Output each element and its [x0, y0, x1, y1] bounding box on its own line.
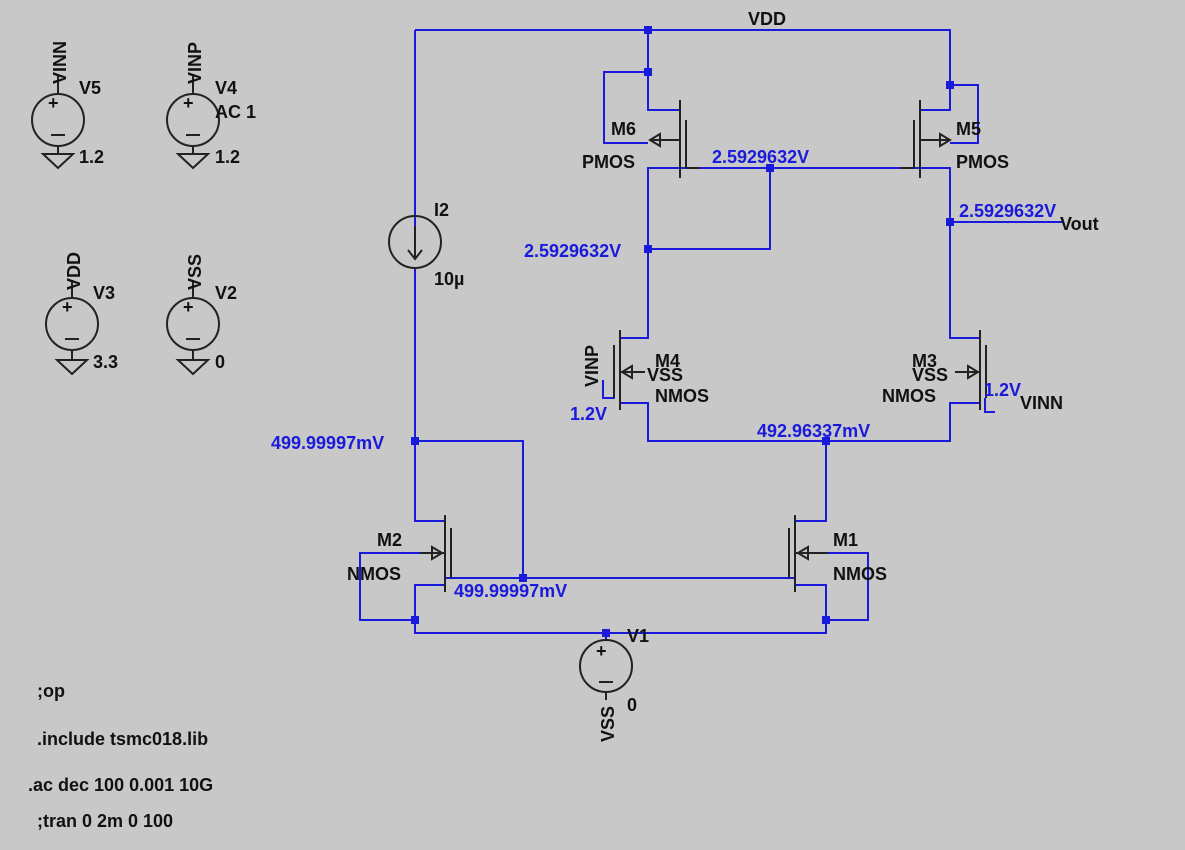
svg-text:+: +: [596, 641, 607, 661]
directive-ac[interactable]: .ac dec 100 0.001 10G: [28, 775, 213, 795]
current-source-value: 10µ: [434, 269, 464, 289]
source-v3[interactable]: +: [45, 280, 99, 376]
junctions: [411, 26, 954, 637]
net-label-vss-m4: VSS: [647, 365, 683, 385]
ground-icon: [54, 359, 90, 376]
ground-icon: [175, 359, 211, 376]
source-v1[interactable]: +: [579, 639, 633, 700]
source-value-v1: 0: [627, 695, 637, 715]
current-source-icon: [388, 215, 442, 269]
net-label-vout: Vout: [1060, 214, 1099, 234]
directive-include[interactable]: .include tsmc018.lib: [37, 729, 208, 749]
node-voltage-bias-left: 499.99997mV: [271, 433, 384, 453]
net-label-vinn: VINN: [1020, 393, 1063, 413]
ground-icon: [40, 153, 76, 170]
ground-icon: [175, 153, 211, 170]
source-v5[interactable]: +: [31, 75, 85, 170]
source-name-v3: V3: [93, 283, 115, 303]
svg-text:+: +: [183, 93, 194, 113]
source-extra-v4: AC 1: [215, 102, 256, 122]
transistor-m2[interactable]: [420, 515, 452, 592]
source-v2[interactable]: +: [166, 280, 220, 376]
transistor-model-m2: NMOS: [347, 564, 401, 584]
node-voltage-vout: 2.5929632V: [959, 201, 1056, 221]
source-value-v2: 0: [215, 352, 225, 372]
transistor-model-m5: PMOS: [956, 152, 1009, 172]
node-voltage-pmos-gate: 2.5929632V: [712, 147, 809, 167]
transistor-model-m3: NMOS: [882, 386, 936, 406]
svg-text:+: +: [48, 93, 59, 113]
transistor-name-m4: M4: [655, 351, 680, 371]
transistor-name-m2: M2: [377, 530, 402, 550]
node-voltage-m3-gate: 1.2V: [984, 380, 1021, 400]
transistor-m1[interactable]: [788, 515, 828, 592]
transistor-name-m6: M6: [611, 119, 636, 139]
source-value-v4: 1.2: [215, 147, 240, 167]
transistor-name-m1: M1: [833, 530, 858, 550]
current-source-i2[interactable]: [388, 215, 442, 269]
source-v4[interactable]: +: [166, 75, 220, 170]
transistor-m4[interactable]: [613, 330, 645, 410]
transistor-name-m5: M5: [956, 119, 981, 139]
transistor-m3[interactable]: [955, 330, 987, 410]
arrow-down-icon: [407, 249, 423, 261]
current-source-name: I2: [434, 200, 449, 220]
source-name-v2: V2: [215, 283, 237, 303]
directive-op[interactable]: ;op: [37, 681, 65, 701]
transistor-m6[interactable]: [648, 100, 700, 178]
source-name-v1: V1: [627, 626, 649, 646]
transistor-name-m3: M3: [912, 351, 937, 371]
svg-text:+: +: [183, 297, 194, 317]
svg-text:+: +: [62, 297, 73, 317]
source-name-v4: V4: [215, 78, 237, 98]
source-net-v4: VINP: [185, 42, 205, 84]
net-label-vdd: VDD: [748, 9, 786, 29]
node-voltage-m6-drain: 2.5929632V: [524, 241, 621, 261]
net-label-vinp: VINP: [582, 345, 602, 387]
directive-tran[interactable]: ;tran 0 2m 0 100: [37, 811, 173, 831]
source-name-v5: V5: [79, 78, 101, 98]
transistor-m5[interactable]: [900, 100, 952, 178]
net-label-vss-v1: VSS: [598, 706, 618, 742]
node-voltage-tail: 492.96337mV: [757, 421, 870, 441]
transistor-model-m1: NMOS: [833, 564, 887, 584]
net-label-vss-m3: VSS: [912, 365, 948, 385]
source-value-v5: 1.2: [79, 147, 104, 167]
source-value-v3: 3.3: [93, 352, 118, 372]
transistor-model-m4: NMOS: [655, 386, 709, 406]
node-voltage-m4-gate: 1.2V: [570, 404, 607, 424]
transistor-model-m6: PMOS: [582, 152, 635, 172]
source-net-v2: VSS: [185, 254, 205, 290]
source-net-v5: VINN: [50, 41, 70, 84]
source-net-v3: VDD: [64, 252, 84, 290]
node-voltage-bias-gate: 499.99997mV: [454, 581, 567, 601]
